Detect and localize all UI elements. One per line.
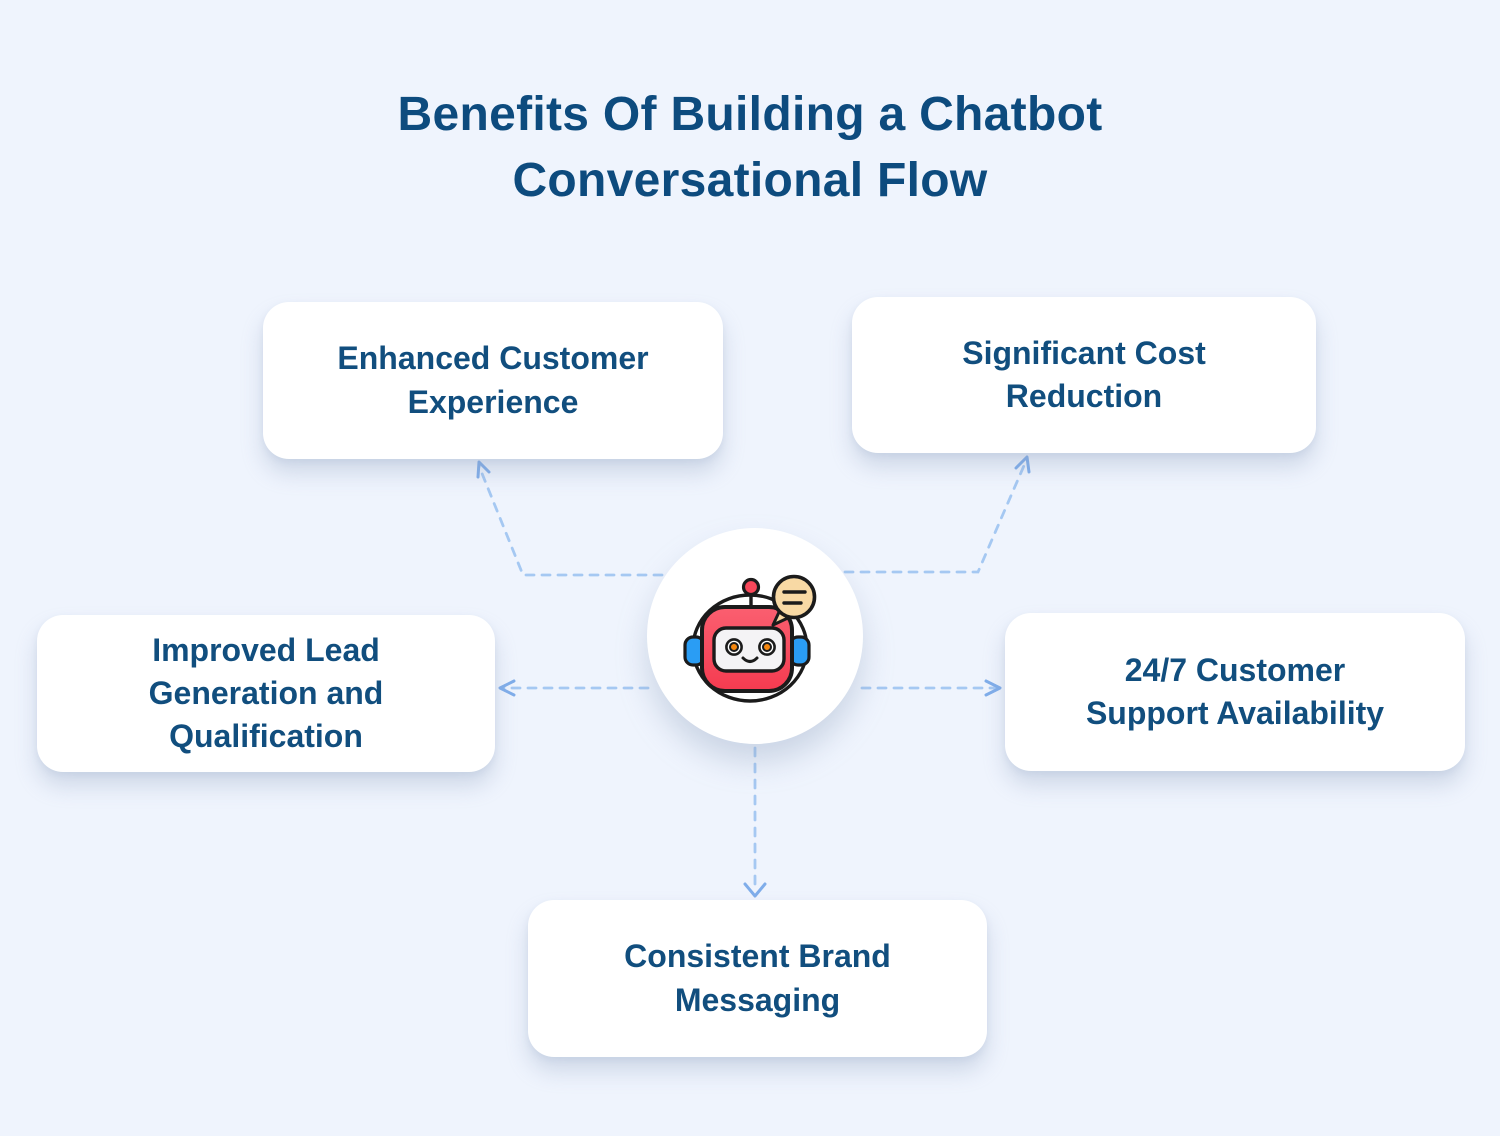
- connector-top-left: [477, 464, 664, 577]
- benefit-card-customer-support-availability: 24/7 Customer Support Availability: [1005, 613, 1465, 771]
- arrowhead-top-left-icon: [476, 460, 491, 479]
- benefit-card-consistent-brand-messaging: Consistent Brand Messaging: [528, 900, 987, 1057]
- benefit-card-enhanced-customer-experience: Enhanced Customer Experience: [263, 302, 723, 459]
- benefit-card-significant-cost-reduction: Significant Cost Reduction: [852, 297, 1316, 453]
- arrowhead-left-icon: [498, 679, 516, 697]
- arrowhead-down-icon: [743, 882, 767, 898]
- benefit-card-label: Consistent Brand Messaging: [624, 938, 891, 1018]
- speech-bubble-icon: [771, 574, 817, 620]
- arrowhead-top-right-icon: [1014, 455, 1031, 474]
- robot-smile: [741, 656, 759, 663]
- benefit-card-label: Improved Lead Generation and Qualificati…: [148, 631, 384, 755]
- center-circle: [647, 528, 863, 744]
- robot-antenna-ball: [741, 577, 761, 597]
- benefit-card-label: Significant Cost Reduction: [962, 334, 1206, 414]
- benefit-card-improved-lead-generation: Improved Lead Generation and Qualificati…: [37, 615, 495, 772]
- page-title: Benefits Of Building a Chatbot Conversat…: [397, 88, 1103, 208]
- benefit-card-label: 24/7 Customer Support Availability: [1085, 651, 1385, 731]
- connector-top-right: [843, 459, 1028, 574]
- benefit-card-label: Enhanced Customer Experience: [337, 340, 649, 420]
- arrowhead-right-icon: [984, 679, 1002, 697]
- chatbot-icon: [683, 574, 817, 703]
